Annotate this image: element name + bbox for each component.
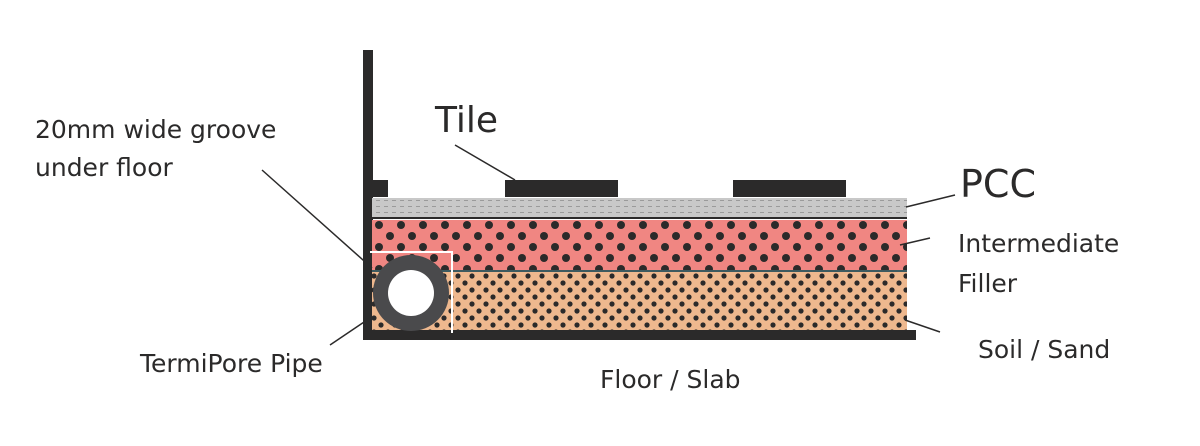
floor-slab: [363, 330, 916, 340]
pcc-label: PCC: [960, 162, 1036, 206]
pipe-label: TermiPore Pipe: [140, 349, 323, 378]
tile-label: Tile: [435, 100, 499, 141]
groove-outline: [370, 251, 453, 333]
groove-label-line2: under floor: [35, 153, 173, 182]
tile: [505, 180, 618, 197]
intermediate-label-line2: Filler: [958, 269, 1018, 298]
wall: [363, 50, 373, 340]
floor-label: Floor / Slab: [600, 365, 741, 394]
tile-edge: [373, 180, 388, 197]
intermediate-label-line1: Intermediate: [958, 229, 1120, 258]
tile: [733, 180, 846, 197]
groove-label-line1: 20mm wide groove: [35, 115, 277, 144]
leader-lines: [261, 144, 956, 346]
soil-label: Soil / Sand: [978, 335, 1111, 364]
